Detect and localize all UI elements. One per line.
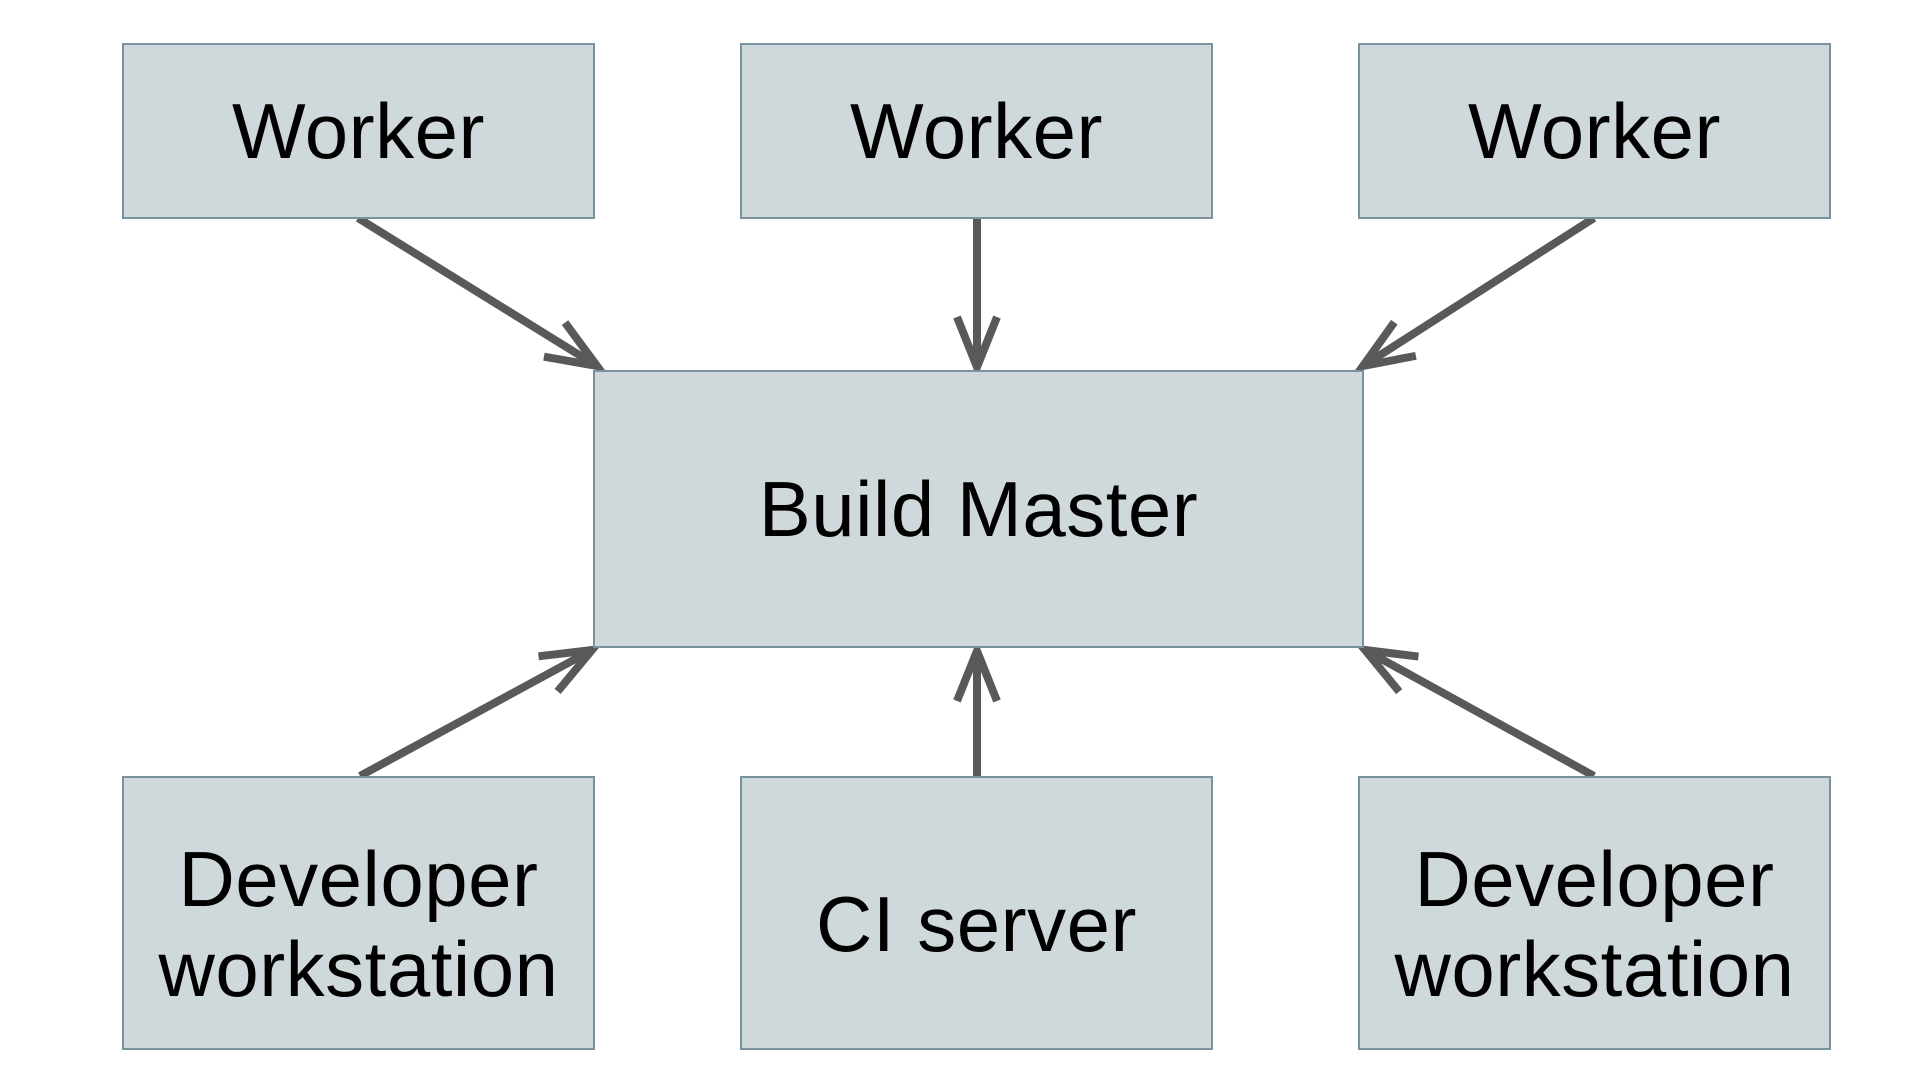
node-label: Developer workstation — [1394, 834, 1795, 1013]
node-developer-workstation-left: Developer workstation — [122, 776, 595, 1050]
node-label: Worker — [850, 86, 1103, 175]
node-worker-2: Worker — [740, 43, 1213, 219]
node-worker-3: Worker — [1358, 43, 1831, 219]
edge-worker3-to-buildmaster — [1363, 214, 1597, 366]
node-label: Developer workstation — [158, 834, 559, 1013]
node-developer-workstation-right: Developer workstation — [1358, 776, 1831, 1050]
node-label: Worker — [1468, 86, 1721, 175]
node-ci-server: CI server — [740, 776, 1213, 1050]
edge-worker1-to-buildmaster — [355, 214, 597, 366]
node-label: Worker — [232, 86, 485, 175]
edge-devworkstation-left-to-buildmaster — [358, 650, 592, 780]
node-label: CI server — [816, 879, 1137, 968]
node-label: Build Master — [758, 464, 1199, 553]
edge-devworkstation-right-to-buildmaster — [1365, 650, 1596, 780]
node-worker-1: Worker — [122, 43, 595, 219]
node-build-master: Build Master — [593, 370, 1364, 648]
